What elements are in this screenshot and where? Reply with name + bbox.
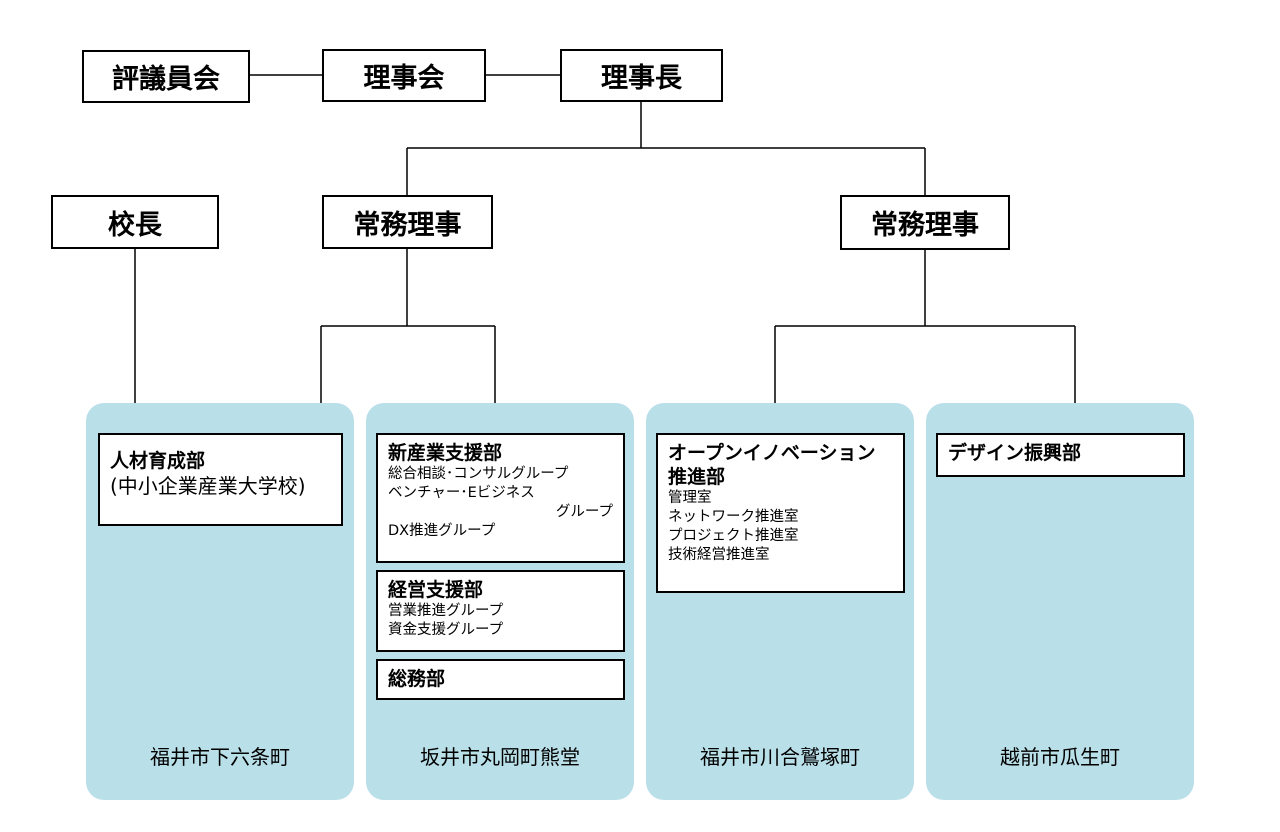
location-label: 福井市下六条町 — [150, 745, 290, 769]
group-item: 営業推進グループ — [388, 603, 504, 619]
location-label: 福井市川合鷲塚町 — [700, 745, 860, 769]
department-management-support: 経営支援部 営業推進グループ 資金支援グループ — [376, 570, 625, 652]
board-box: 理事会 — [322, 49, 486, 102]
department-name: 新産業支援部 — [388, 442, 503, 464]
group-item: グループ — [555, 504, 613, 520]
principal-label: 校長 — [108, 209, 162, 241]
department-name-line2: 推進部 — [668, 466, 726, 488]
council-label: 評議員会 — [112, 64, 220, 95]
department-name: 人材育成部 — [110, 450, 206, 472]
chairman-box: 理事長 — [560, 49, 723, 102]
department-name-line1: オープンイノベーション — [668, 442, 876, 464]
department-subname: (中小企業産業大学校) — [110, 474, 306, 498]
group-item: ネットワーク推進室 — [668, 509, 799, 525]
department-name: 総務部 — [388, 668, 446, 690]
group-item: DX推進グループ — [388, 523, 496, 539]
group-item: 技術経営推進室 — [668, 547, 770, 563]
council-box: 評議員会 — [82, 50, 250, 103]
department-design-promotion: デザイン振興部 — [936, 433, 1185, 477]
executive-director-left-box: 常務理事 — [322, 195, 493, 249]
executive-director-right-box: 常務理事 — [840, 195, 1010, 250]
department-name: 経営支援部 — [388, 579, 484, 601]
location-label: 越前市瓜生町 — [1000, 745, 1120, 769]
group-item: 管理室 — [668, 490, 712, 506]
department-name: デザイン振興部 — [948, 442, 1082, 464]
group-item: 総合相談･コンサルグループ — [388, 466, 569, 482]
location-label: 坂井市丸岡町熊堂 — [420, 745, 580, 769]
group-item: ベンチャー･Eビジネス — [388, 485, 535, 501]
group-item: プロジェクト推進室 — [668, 528, 799, 544]
department-human-resources: 人材育成部 (中小企業産業大学校) — [98, 433, 343, 526]
board-label: 理事会 — [363, 63, 445, 94]
executive-director-left-label: 常務理事 — [353, 209, 462, 241]
principal-box: 校長 — [51, 195, 219, 249]
department-general-affairs: 総務部 — [376, 659, 625, 700]
executive-director-right-label: 常務理事 — [871, 210, 979, 241]
department-open-innovation: オープンイノベーション 推進部 管理室 ネットワーク推進室 プロジェクト推進室 … — [656, 433, 905, 593]
department-new-industry: 新産業支援部 総合相談･コンサルグループ ベンチャー･Eビジネス グループ DX… — [376, 433, 625, 563]
group-item: 資金支援グループ — [388, 622, 504, 638]
chairman-label: 理事長 — [601, 63, 682, 94]
